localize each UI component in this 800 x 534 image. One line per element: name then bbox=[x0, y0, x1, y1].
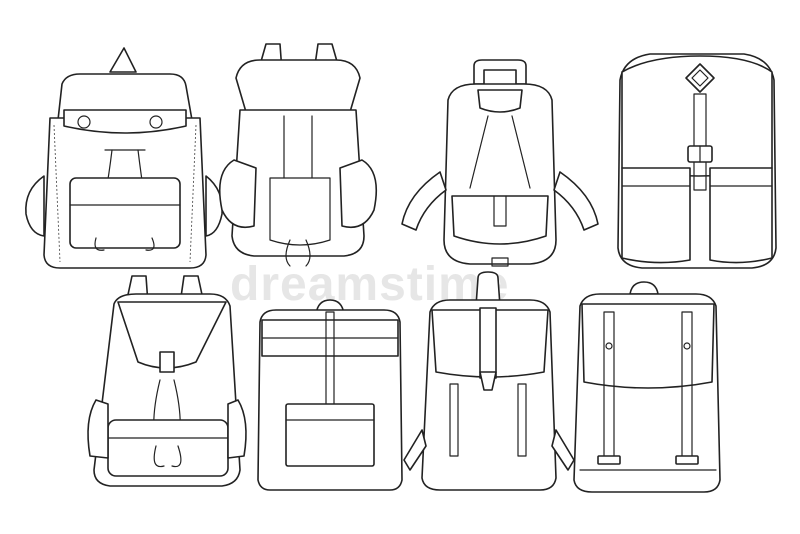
backpack-rolltop-icon bbox=[257, 299, 403, 491]
backpack-top-handle-sling-icon bbox=[401, 59, 599, 267]
backpack-rucksack-drawstring-icon bbox=[25, 47, 223, 269]
backpack-flap-double-strap-icon bbox=[573, 281, 721, 493]
backpack-flap-drawstring-icon bbox=[87, 275, 247, 487]
backpack-drawstring-side-pockets-icon bbox=[218, 43, 378, 267]
backpack-diamond-patch-buckle-icon bbox=[617, 53, 777, 269]
backpack-flap-single-buckle-icon bbox=[403, 271, 575, 491]
